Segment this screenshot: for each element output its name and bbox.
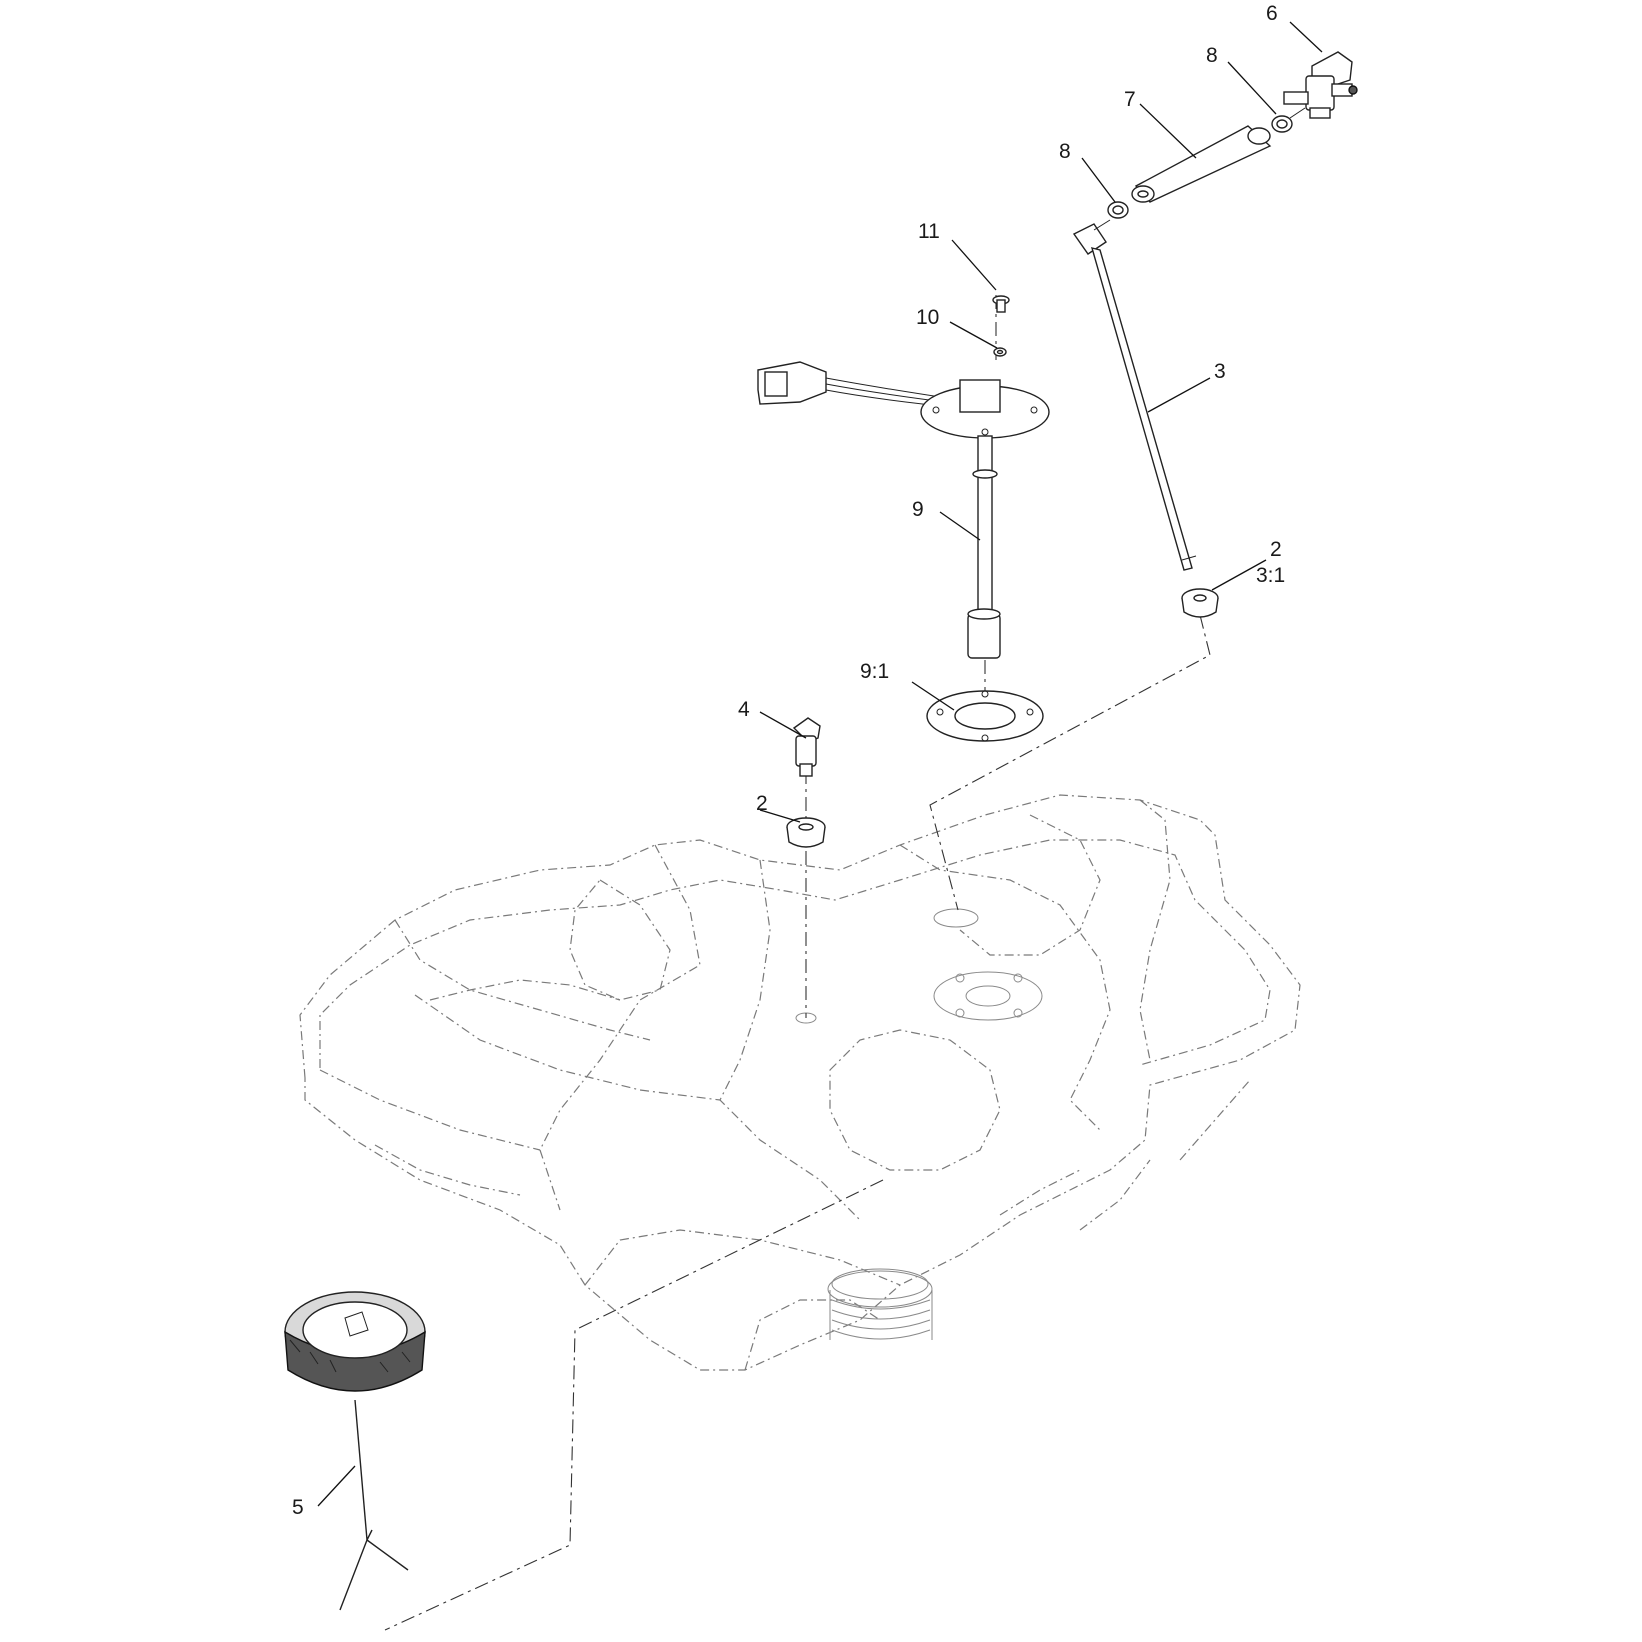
callout-10: 10 (916, 306, 939, 329)
callout-9: 9 (912, 498, 924, 521)
callout-8-mid: 8 (1059, 140, 1071, 163)
part-9-fuel-level-sender (757, 361, 1050, 659)
part-2-grommet-left (786, 817, 826, 848)
part-8-hose-clamp-top (1271, 107, 1306, 133)
tank-fuel-outlet-hole (933, 908, 979, 928)
part-7-fuel-hose (1131, 125, 1272, 203)
part-5-fuel-cap (284, 1291, 426, 1611)
callout-7: 7 (1124, 88, 1136, 111)
callout-6: 6 (1266, 2, 1278, 25)
tank-sender-mount (933, 971, 1043, 1021)
callout-2-left: 2 (756, 792, 768, 815)
leader-lines (317, 21, 1323, 1507)
part-6-shutoff-valve (1283, 51, 1358, 119)
fuel-tank (299, 794, 1301, 1371)
callout-8-top: 8 (1206, 44, 1218, 67)
part-4-elbow-fitting (792, 717, 821, 777)
callout-9-1: 9:1 (860, 660, 889, 683)
callout-5: 5 (292, 1496, 304, 1519)
filler-neck (827, 1268, 933, 1340)
assembly-lines (384, 295, 1211, 1631)
part-10-washer (993, 347, 1007, 357)
callout-4: 4 (738, 698, 750, 721)
callout-3-1: 3:1 (1256, 564, 1285, 587)
callout-3: 3 (1214, 360, 1226, 383)
part-8-hose-clamp-mid (1107, 201, 1129, 219)
part-2-grommet-right (1181, 588, 1219, 618)
callout-11: 11 (918, 220, 940, 243)
part-11-screw (992, 295, 1010, 313)
part-9-1-gasket (926, 690, 1044, 742)
callouts: 6 8 7 8 11 10 3 9 2 3:1 9:1 4 2 5 (292, 2, 1285, 1519)
callout-2-right: 2 (1270, 538, 1282, 561)
part-3-pickup-tube (1072, 219, 1197, 571)
